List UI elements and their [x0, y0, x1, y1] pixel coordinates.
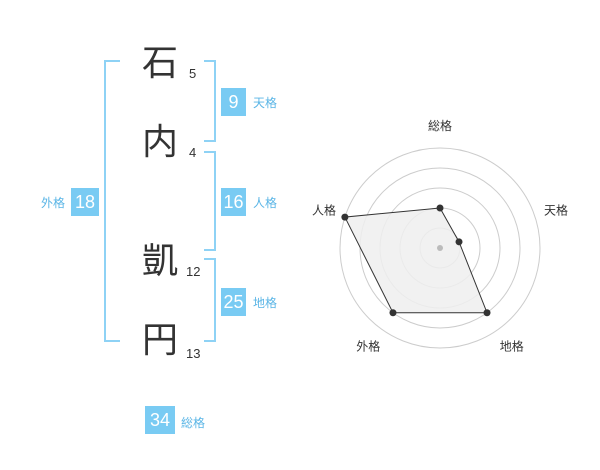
stroke-count-3: 12 [186, 264, 201, 279]
radar-axis-label: 総格 [428, 118, 452, 133]
chikaku-score-box: 25 [221, 288, 246, 316]
gaikaku-score-box: 18 [71, 188, 99, 216]
chikaku-bracket [204, 258, 216, 342]
radar-data-point [483, 309, 491, 317]
radar-axis-label: 人格 [312, 202, 336, 217]
stroke-count-2: 4 [189, 145, 197, 160]
radar-data-point [389, 309, 397, 317]
jinkaku-score-box: 16 [221, 188, 246, 216]
gaikaku-bracket [104, 60, 120, 342]
radar-axis-label: 地格 [500, 339, 524, 354]
stroke-count-1: 5 [189, 66, 197, 81]
tenkaku-label: 天格 [253, 96, 278, 110]
kanji-char-1: 石 [141, 43, 178, 84]
kanji-char-3: 凱 [141, 241, 178, 282]
jinkaku-bracket [204, 151, 216, 251]
radar-axis-label: 外格 [356, 339, 380, 354]
tenkaku-score-box: 9 [221, 88, 246, 116]
soukaku-label: 総格 [181, 416, 206, 430]
radar-axis-label: 天格 [544, 202, 568, 217]
radar-data-point [436, 204, 444, 212]
gaikaku-label: 外格 [41, 196, 66, 210]
tenkaku-bracket [204, 60, 216, 142]
radar-center-dot [437, 245, 443, 251]
kanji-char-2: 内 [141, 122, 178, 163]
jinkaku-label: 人格 [253, 196, 278, 210]
radar-series-area [344, 207, 488, 314]
radar-data-point [341, 213, 349, 221]
kanji-char-4: 円 [141, 320, 178, 361]
radar-grid-ring [339, 147, 541, 349]
soukaku-score-box: 34 [145, 406, 175, 434]
radar-data-point [455, 238, 463, 246]
chikaku-label: 地格 [253, 296, 278, 310]
stroke-count-4: 13 [186, 346, 201, 361]
